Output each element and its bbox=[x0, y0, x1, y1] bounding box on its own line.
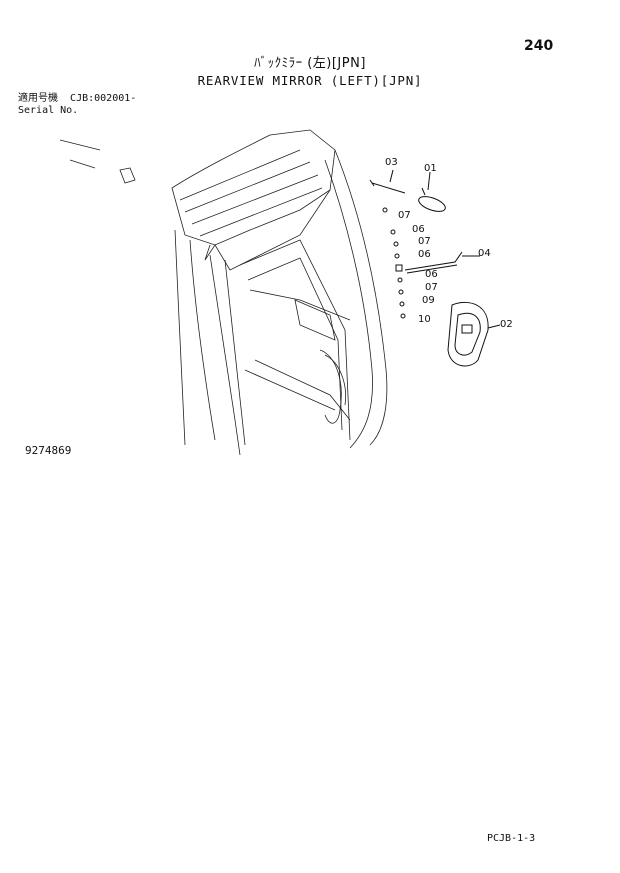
page-number: 240 bbox=[524, 38, 554, 54]
callout-07c: 07 bbox=[425, 282, 438, 293]
serial-label-en: Serial No. bbox=[18, 105, 79, 116]
callout-02: 02 bbox=[500, 319, 513, 330]
callout-06b: 06 bbox=[418, 249, 431, 260]
serial-value: CJB:002001- bbox=[70, 93, 137, 104]
callout-03: 03 bbox=[385, 157, 398, 168]
callout-01: 01 bbox=[424, 163, 437, 174]
figure-id: 9274869 bbox=[25, 444, 72, 457]
title-japanese: ﾊﾞｯｸﾐﾗｰ (左)[JPN] bbox=[254, 56, 366, 71]
callout-07a: 07 bbox=[398, 210, 411, 221]
serial-block: 適用号機 CJB:002001- Serial No. bbox=[18, 93, 136, 117]
footer-code: PCJB-1-3 bbox=[487, 833, 536, 844]
title-english: REARVIEW MIRROR (LEFT)[JPN] bbox=[197, 73, 423, 88]
cab-outline bbox=[59, 129, 388, 456]
callout-10: 10 bbox=[418, 314, 431, 325]
callout-06c: 06 bbox=[425, 269, 438, 280]
callout-06a: 06 bbox=[412, 224, 425, 235]
serial-label-jp: 適用号機 bbox=[18, 93, 58, 104]
callout-09: 09 bbox=[422, 295, 435, 306]
parts-group bbox=[369, 169, 501, 367]
callout-07b: 07 bbox=[418, 236, 431, 247]
callout-04: 04 bbox=[478, 248, 491, 259]
